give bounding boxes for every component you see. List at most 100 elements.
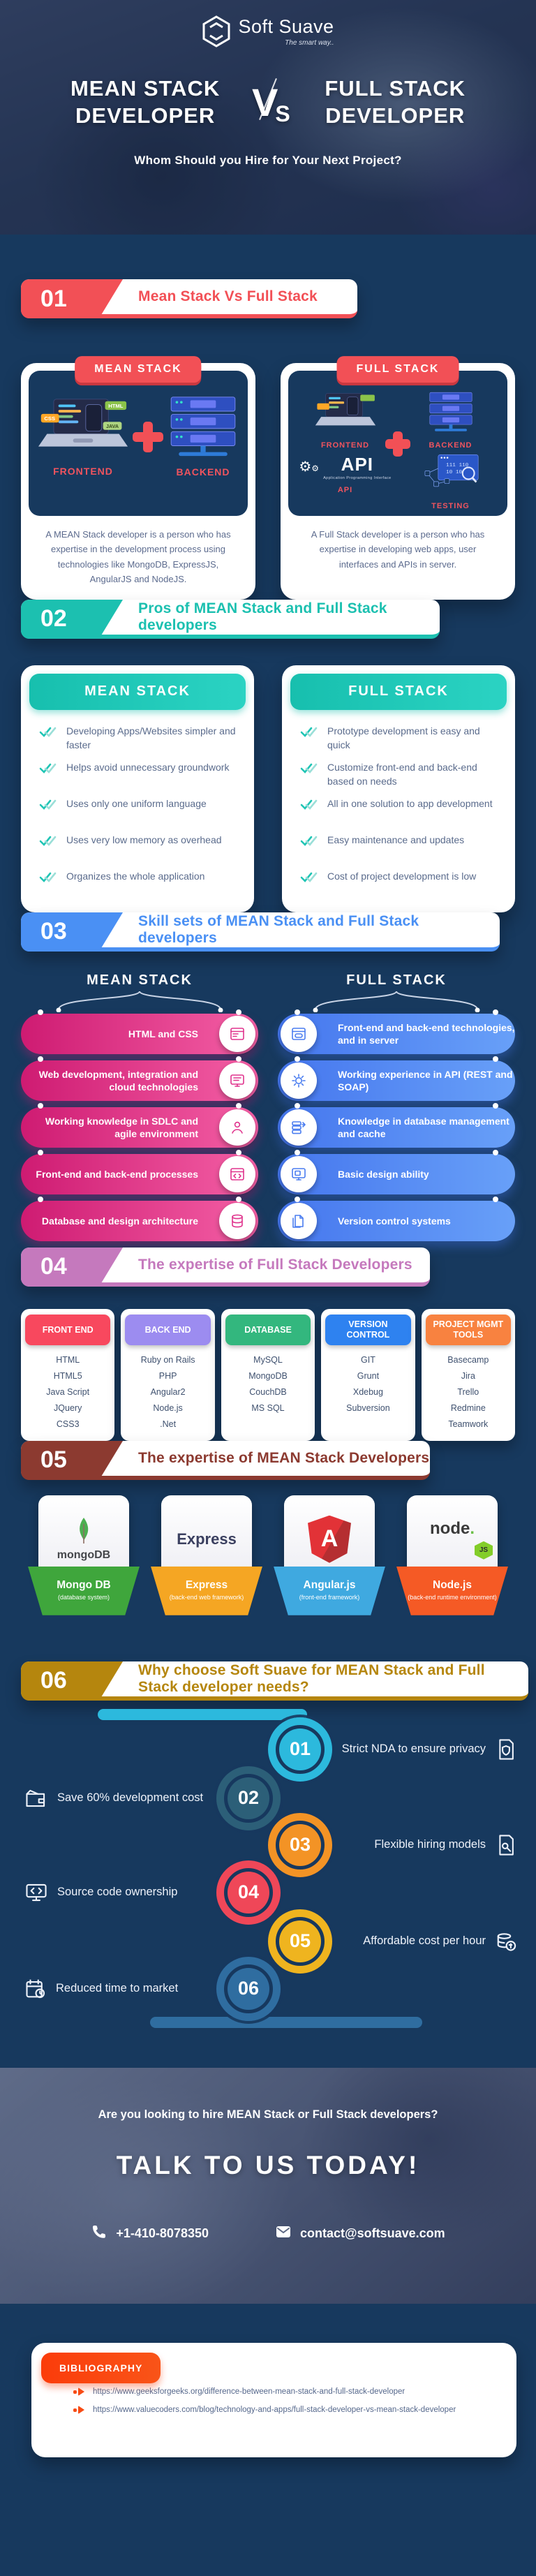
section-banner-06: 06 Why choose Soft Suave for MEAN Stack … bbox=[21, 1661, 528, 1701]
database-design-icon bbox=[219, 1202, 255, 1239]
content-band: 01 Mean Stack Vs Full Stack MEAN STACK bbox=[0, 235, 536, 2068]
developer-person-icon bbox=[219, 1109, 255, 1146]
reason-circle-06: 06 bbox=[216, 1956, 281, 2021]
full-skills-column: FULL STACK Front-end and back-end techno… bbox=[278, 972, 515, 1248]
skills-section: MEAN STACK HTML and CSS Web development,… bbox=[21, 972, 515, 1248]
reason-circle-04: 04 bbox=[216, 1860, 281, 1925]
comparison-row: MEAN STACK bbox=[21, 356, 515, 600]
column-item: Subversion bbox=[346, 1402, 390, 1413]
double-check-icon bbox=[39, 763, 57, 773]
bracket-connector bbox=[313, 990, 480, 1012]
full-expertise-columns: FRONT END HTML HTML5 Java Script JQuery … bbox=[21, 1308, 516, 1441]
angularjs-card: A Angular.js (front-end framework) bbox=[274, 1495, 385, 1615]
mean-pros-card: MEAN STACK Developing Apps/Websites simp… bbox=[21, 665, 254, 912]
full-pros-card: FULL STACK Prototype development is easy… bbox=[282, 665, 515, 912]
section-number: 05 bbox=[21, 1440, 123, 1480]
column-item: Angular2 bbox=[150, 1386, 186, 1397]
skill-pill: Basic design ability bbox=[278, 1149, 515, 1194]
skill-pill: Front-end and back-end technologies, and… bbox=[278, 1009, 515, 1054]
backend-column: BACK END Ruby on Rails PHP Angular2 Node… bbox=[121, 1308, 215, 1441]
list-item: All in one solution to app development bbox=[300, 797, 500, 833]
svg-text:10 10: 10 10 bbox=[446, 470, 462, 475]
card-subtitle: (back-end web framework) bbox=[169, 1594, 244, 1601]
mongodb-leaf-icon bbox=[80, 1517, 89, 1544]
column-header: FRONT END bbox=[25, 1314, 111, 1345]
list-item: Cost of project development is low bbox=[300, 869, 500, 905]
column-header: VERSION CONTROL bbox=[325, 1314, 411, 1345]
column-item: Teamwork bbox=[448, 1419, 489, 1429]
mean-expertise-cards: mongoDB Mongo DB (database system) Expre… bbox=[28, 1495, 508, 1615]
svg-text:HTML: HTML bbox=[108, 403, 124, 409]
double-check-icon bbox=[300, 872, 318, 882]
nodejs-card: node. JS Node.js (back-end runtime envir… bbox=[396, 1495, 508, 1615]
column-item: .Net bbox=[160, 1419, 177, 1429]
wallet-icon bbox=[25, 1789, 47, 1808]
column-item: HTML5 bbox=[53, 1370, 82, 1381]
footer-question: Are you looking to hire MEAN Stack or Fu… bbox=[98, 2108, 438, 2121]
monitor-icon bbox=[219, 1062, 255, 1099]
arrow-bullet-icon bbox=[73, 2405, 84, 2414]
double-check-icon bbox=[39, 836, 57, 846]
skill-pill: Knowledge in database management and cac… bbox=[278, 1102, 515, 1148]
section-number: 04 bbox=[21, 1247, 123, 1287]
cta-footer: Are you looking to hire MEAN Stack or Fu… bbox=[0, 2067, 536, 2304]
column-item: MS SQL bbox=[251, 1402, 285, 1413]
version-files-icon bbox=[281, 1202, 317, 1239]
bibliography-link[interactable]: https://www.valuecoders.com/blog/technol… bbox=[73, 2405, 496, 2414]
skill-pill: Web development, integration and cloud t… bbox=[21, 1056, 258, 1101]
bibliography-link[interactable]: https://www.geeksforgeeks.org/difference… bbox=[73, 2387, 496, 2396]
column-header: PROJECT MGMT TOOLS bbox=[425, 1314, 512, 1345]
section-title: The expertise of Full Stack Developers bbox=[138, 1256, 412, 1273]
path-end-line bbox=[150, 2016, 422, 2028]
mean-stack-card: MEAN STACK bbox=[21, 356, 255, 600]
column-item: Redmine bbox=[450, 1402, 486, 1413]
card-subtitle: (front-end framework) bbox=[299, 1594, 360, 1601]
list-item: Helps avoid unnecessary groundwork bbox=[39, 760, 239, 797]
section-number: 03 bbox=[21, 912, 123, 952]
reason-circle-05: 05 bbox=[268, 1909, 332, 1974]
skill-pill: Working knowledge in SDLC and agile envi… bbox=[21, 1102, 258, 1148]
testing-code-icon: 111 110 10 10 bbox=[421, 454, 481, 496]
email-contact[interactable]: contact@softsuave.com bbox=[275, 2223, 445, 2244]
express-logo: Express bbox=[177, 1530, 237, 1548]
reason-item: Source code ownership bbox=[25, 1879, 234, 1907]
logo: Soft Suave The smart way.. bbox=[0, 0, 536, 47]
skill-pill: Version control systems bbox=[278, 1196, 515, 1241]
list-item: Prototype development is easy and quick bbox=[300, 724, 500, 760]
section-title: Mean Stack Vs Full Stack bbox=[138, 288, 318, 304]
section-title: Pros of MEAN Stack and Full Stack develo… bbox=[138, 600, 387, 633]
brand-tagline: The smart way.. bbox=[285, 39, 334, 47]
frontend-label: FRONTEND bbox=[320, 441, 370, 450]
list-item: Developing Apps/Websites simpler and fas… bbox=[39, 724, 239, 760]
coins-icon bbox=[496, 1931, 516, 1952]
backend-label: BACKEND bbox=[176, 466, 230, 478]
angular-shield-logo: A bbox=[308, 1515, 351, 1563]
reason-item: Save 60% development cost bbox=[25, 1784, 234, 1812]
frontend-column: FRONT END HTML HTML5 Java Script JQuery … bbox=[21, 1308, 115, 1441]
reason-item: Strict NDA to ensure privacy bbox=[321, 1735, 516, 1763]
column-item: JQuery bbox=[54, 1402, 82, 1413]
nda-document-icon bbox=[496, 1738, 516, 1761]
nodejs-logo: node. JS bbox=[430, 1519, 493, 1560]
mongodb-logo: mongoDB bbox=[57, 1517, 110, 1562]
source-code-monitor-icon bbox=[25, 1883, 47, 1902]
path-start-line bbox=[98, 1708, 307, 1720]
double-check-icon bbox=[300, 836, 318, 846]
card-subtitle: (database system) bbox=[57, 1594, 110, 1601]
section-banner-04: 04 The expertise of Full Stack Developer… bbox=[21, 1247, 430, 1287]
column-item: Ruby on Rails bbox=[140, 1354, 195, 1365]
phone-contact[interactable]: +1-410-8078350 bbox=[91, 2223, 209, 2244]
card-name: Node.js bbox=[433, 1579, 472, 1592]
column-header: DATABASE bbox=[225, 1314, 311, 1345]
section-number: 02 bbox=[21, 599, 123, 639]
column-item: Xdebug bbox=[352, 1386, 383, 1397]
mean-skills-column: MEAN STACK HTML and CSS Web development,… bbox=[21, 972, 258, 1248]
laptop-frontend-icon bbox=[313, 392, 378, 436]
section-title: Why choose Soft Suave for MEAN Stack and… bbox=[138, 1661, 485, 1695]
reason-circle-01: 01 bbox=[268, 1717, 332, 1782]
code-window-icon bbox=[219, 1155, 255, 1192]
column-item: Grunt bbox=[357, 1370, 380, 1381]
full-pros-header: FULL STACK bbox=[290, 673, 507, 710]
title-full-stack-developer: FULL STACK DEVELOPER bbox=[325, 76, 466, 128]
